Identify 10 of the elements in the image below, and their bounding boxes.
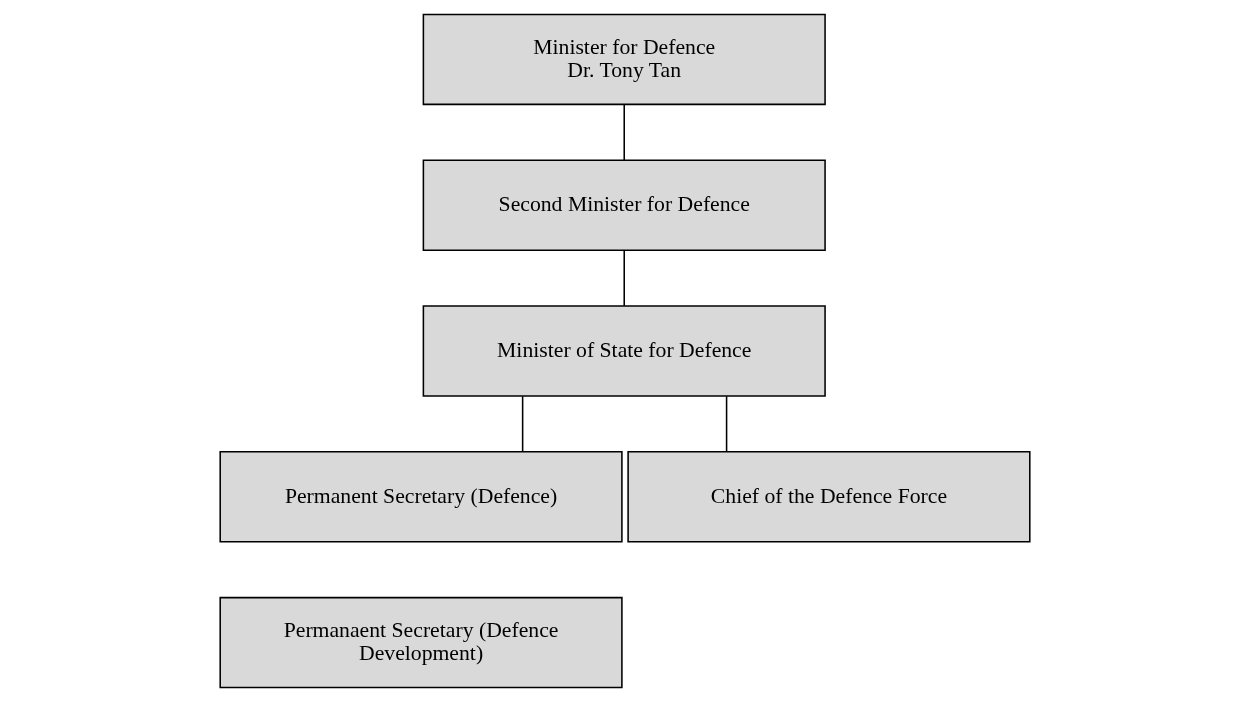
connector <box>725 395 728 453</box>
node-box: Permanent Secretary (Defence) <box>219 451 623 543</box>
node-box: Permanaent Secretary (Defence Development) <box>219 596 623 689</box>
connector <box>521 395 524 453</box>
connector <box>623 249 625 307</box>
connector <box>623 104 625 161</box>
node-box: Minister for Defence Dr. Tony Tan <box>422 13 826 106</box>
node-box: Chief of the Defence Force <box>627 451 1031 543</box>
node-box: Second Minister for Defence <box>422 159 826 251</box>
node-box: Minister of State for Defence <box>422 305 826 397</box>
